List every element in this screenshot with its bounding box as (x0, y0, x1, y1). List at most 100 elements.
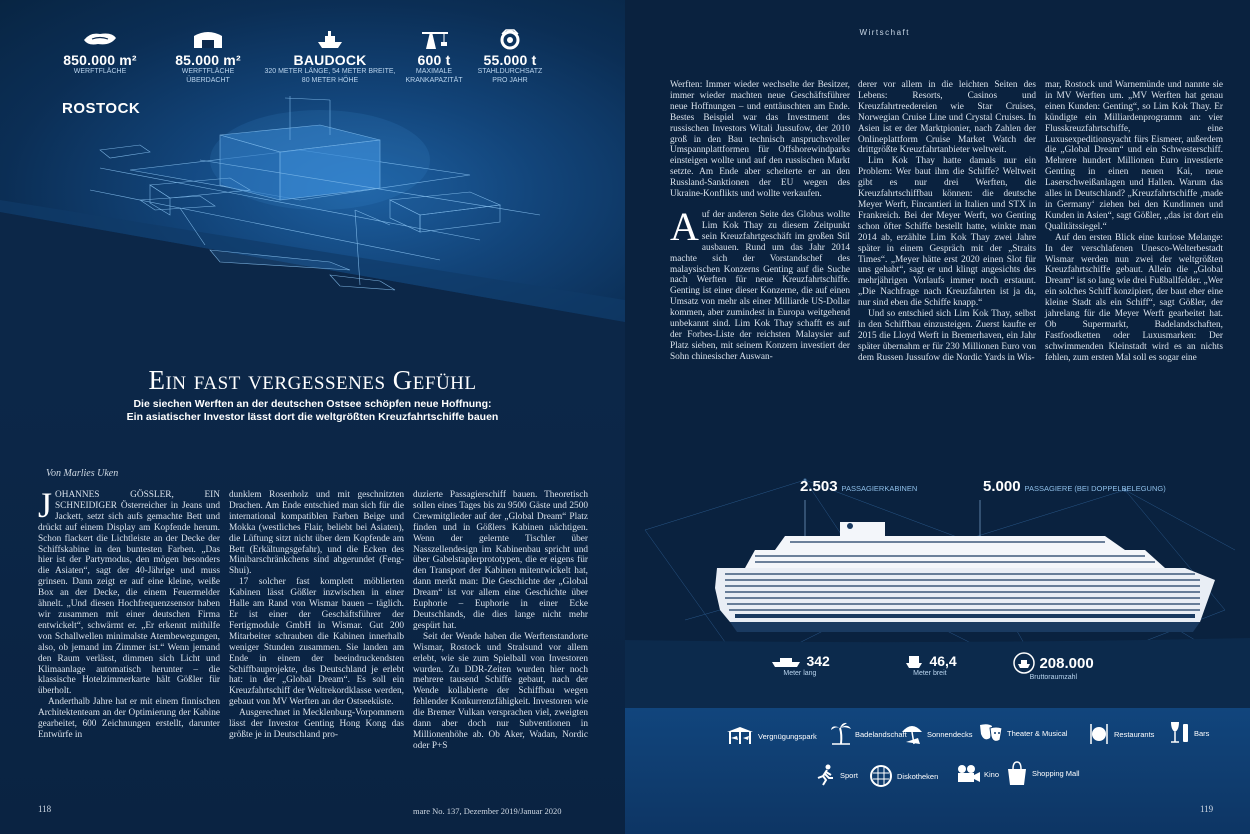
amenity-theater: Theater & Musical (978, 722, 1067, 744)
stat-label: Werftfläche (73, 68, 127, 75)
cruise-ship-drawing (625, 478, 1250, 710)
stat-passengers: 5.000Passagiere (bei Doppelbelegung) (983, 478, 1166, 496)
paragraph: Seit der Wende haben die Werftenstandort… (413, 631, 588, 751)
article-subtitle: Die siechen Werften an der deutschen Ost… (0, 398, 625, 424)
paragraph: Anderthalb Jahre hat er mit einem finnis… (38, 697, 220, 740)
stat-site-area: 850.000 m² Werftfläche (60, 28, 140, 77)
amenity-label: Badelandschaft (855, 729, 907, 739)
stat-label: Passagiere (bei Doppelbelegung) (1024, 484, 1166, 493)
page-number-right: 119 (1200, 804, 1214, 814)
site-area-icon (84, 33, 116, 45)
amenity-label: Theater & Musical (1007, 728, 1068, 738)
lead-text: OHANNES GÖSSLER, EIN SCHNEIDIGER Österre… (38, 490, 220, 697)
ship-infographic: 2.503Passagierkabinen 5.000Passagiere (b… (625, 470, 1250, 710)
stat-value: 850.000 m² (63, 52, 137, 68)
stat-value: 600 t (417, 52, 451, 68)
steel-coil-icon (500, 29, 520, 50)
stat-covered-area: 85.000 m² Werftfläche überdacht (168, 28, 248, 85)
amenity-label: Vergnügungspark (758, 731, 817, 741)
section-label: Wirtschaft (859, 28, 910, 37)
stat-label: Stahldurchsatz pro Jahr (477, 68, 543, 84)
magazine-footer: mare No. 137, Dezember 2019/Januar 2020 (413, 806, 562, 816)
paragraph: Lim Kok Thay hatte damals nur ein Proble… (858, 156, 1036, 309)
palm-icon (831, 722, 851, 745)
runner-icon (817, 764, 833, 786)
dimension-value: 208.000 (1039, 654, 1094, 672)
dropcap: A (670, 203, 699, 249)
shopping-bag-icon (1008, 761, 1026, 785)
ship-tonnage-icon (1013, 652, 1035, 674)
cutlery-icon (1090, 724, 1108, 744)
stat-label: 320 Meter Länge, 54 Meter Breite, 80 Met… (264, 68, 396, 84)
paragraph: Und so entschied sich Lim Kok Thay, selb… (858, 309, 1036, 363)
amenity-restaurants: Restaurants (1087, 722, 1154, 746)
left-page: 850.000 m² Werftfläche 85.000 m² Werftfl… (0, 0, 625, 834)
amenities-band: Vergnügungspark Badelandschaft Sonnendec… (625, 708, 1250, 834)
dimension-label: Bruttoraumzahl (1029, 674, 1078, 681)
amenity-pool: Badelandschaft (830, 722, 907, 746)
crane-icon (422, 32, 448, 49)
dimension-width: 46,4 Meter breit (903, 652, 957, 677)
shipyard-drawing (0, 96, 625, 345)
dimension-label: Meter breit (913, 670, 947, 677)
wine-glass-icon (1171, 722, 1188, 743)
stat-label: maximale Krankapazität (405, 68, 463, 84)
amenity-label: Kino (984, 769, 1000, 779)
stat-cabins: 2.503Passagierkabinen (800, 478, 917, 496)
stat-value: BAUDOCK (293, 52, 367, 68)
amenity-label: Bars (1194, 728, 1210, 738)
amenity-cinema: Kino (955, 764, 999, 784)
stat-value: 55.000 t (483, 52, 537, 68)
right-column-3: mar, Rostock und Warnemünde und nannte s… (1045, 80, 1223, 440)
author-byline: Von Marlies Uken (46, 468, 119, 479)
paragraph: Ausgerechnet in Mecklenburg-Vorpommern l… (229, 708, 404, 740)
stat-value: 5.000 (983, 478, 1021, 495)
paragraph: duzierte Passagierschiff bauen. Theoreti… (413, 490, 588, 631)
amenity-label: Sonnendecks (927, 729, 973, 739)
paragraph: 17 solcher fast komplett möblierten Kabi… (229, 577, 404, 708)
dimension-value: 46,4 (929, 652, 957, 669)
amenity-sport: Sport (815, 764, 858, 786)
dock-ship-icon (318, 31, 342, 48)
dimension-tonnage: 208.000 Bruttoraumzahl (1013, 652, 1094, 681)
subtitle-line-1: Die siechen Werften an der deutschen Ost… (133, 398, 492, 410)
amenity-label: Sport (840, 770, 858, 780)
theater-mask-icon (980, 724, 1003, 742)
stat-value: 85.000 m² (175, 52, 241, 68)
amenity-label: Shopping Mall (1032, 768, 1080, 778)
subtitle-line-2: Ein asiatischer Investor lässt dort die … (126, 411, 499, 423)
dropcap: J (38, 485, 53, 525)
shipyard-stats: 850.000 m² Werftfläche 85.000 m² Werftfl… (60, 28, 560, 98)
amenity-discos: Diskotheken (868, 764, 938, 788)
amenity-shopping: Shopping Mall (1005, 760, 1080, 786)
dimension-value: 342 (806, 652, 830, 669)
dimension-label: Meter lang (783, 670, 817, 677)
paragraph: mar, Rostock und Warnemünde und nannte s… (1045, 80, 1223, 232)
amenity-bars: Bars (1167, 720, 1209, 746)
stat-value: 2.503 (800, 478, 838, 495)
dimension-length: 342 Meter lang (770, 652, 830, 677)
amenity-label: Restaurants (1114, 729, 1155, 739)
ship-length-icon (772, 657, 800, 667)
paragraph: Werften: Immer wieder wechselte der Besi… (670, 80, 850, 200)
disco-ball-icon (870, 765, 892, 787)
film-camera-icon (958, 765, 980, 782)
stat-steel: 55.000 t Stahldurchsatz pro Jahr (470, 28, 550, 85)
paragraph: derer vor allem in die leichten Seiten d… (858, 80, 1036, 156)
carousel-icon (727, 727, 753, 744)
paragraph: Auf den ersten Blick eine kuriose Melang… (1045, 232, 1223, 363)
stat-crane: 600 t maximale Krankapazität (404, 28, 464, 85)
page-number-left: 118 (38, 804, 52, 814)
right-column-1: Werften: Immer wieder wechselte der Besi… (670, 80, 850, 440)
paragraph: dunklem Rosenholz und mit geschnitzten D… (229, 490, 404, 577)
hangar-icon (194, 32, 222, 48)
amenity-sundecks: Sonnendecks (900, 722, 972, 746)
lead-text: uf der anderen Seite des Globus wollte L… (670, 209, 850, 362)
stat-label: Passagierkabinen (841, 484, 918, 493)
ship-width-icon (906, 655, 922, 668)
shipyard-illustration: 850.000 m² Werftfläche 85.000 m² Werftfl… (0, 0, 625, 345)
left-column-3: duzierte Passagierschiff bauen. Theoreti… (413, 490, 588, 800)
